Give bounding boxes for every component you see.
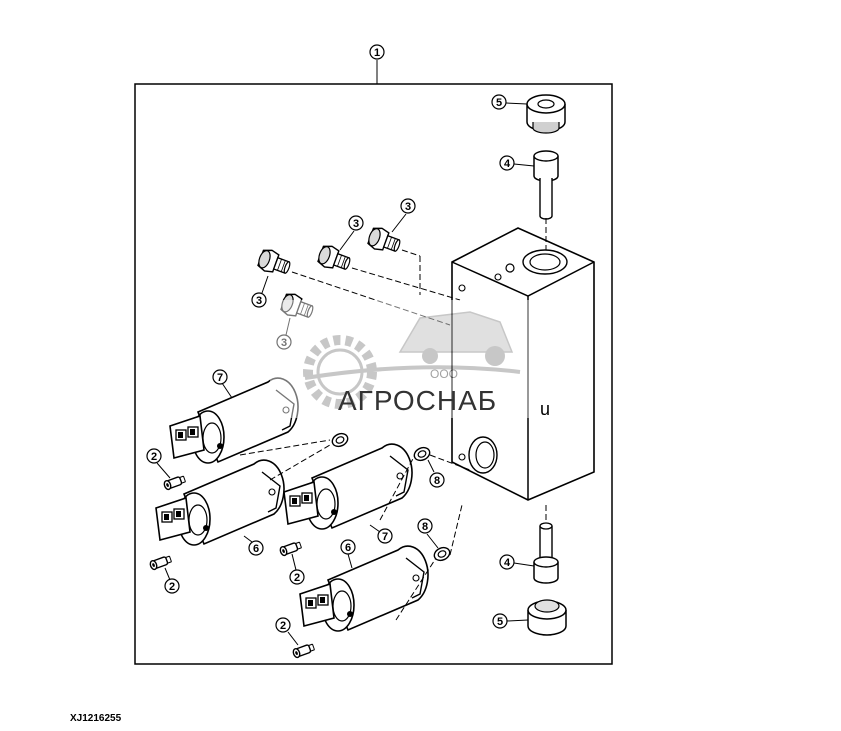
svg-text:2: 2 [151, 451, 157, 463]
top-pin-part-4 [533, 150, 559, 220]
svg-text:2: 2 [280, 620, 286, 632]
callout-5-b: 5 [492, 613, 529, 629]
svg-text:3: 3 [281, 337, 287, 349]
svg-text:6: 6 [345, 542, 351, 554]
solenoid-part-6-b [299, 545, 429, 632]
callout-3-c: 3 [391, 198, 416, 233]
svg-text:1: 1 [374, 47, 380, 59]
screw-part-2-a [162, 473, 187, 492]
svg-text:8: 8 [422, 521, 428, 533]
svg-text:4: 4 [504, 158, 511, 170]
svg-text:7: 7 [382, 531, 388, 543]
callout-3-d: 3 [276, 317, 292, 350]
callout-1: 1 [369, 44, 385, 60]
screw-part-2-b [148, 553, 173, 572]
callout-7-b: 7 [369, 524, 393, 544]
callout-4-b: 4 [499, 554, 535, 570]
fitting-part-3-a [255, 246, 294, 280]
solenoid-part-7-b [283, 443, 413, 530]
callout-6-a: 6 [243, 535, 264, 556]
plug-part-8-c [431, 544, 453, 564]
top-plug-part-5 [526, 94, 566, 134]
callout-7-a: 7 [212, 369, 233, 399]
svg-text:ООО: ООО [430, 367, 458, 381]
callout-8-a: 8 [427, 459, 445, 488]
watermark-suffix: u [540, 399, 550, 419]
svg-text:6: 6 [253, 543, 259, 555]
fitting-part-3-c [365, 224, 404, 258]
callout-3-a: 3 [251, 275, 269, 308]
callout-4-a: 4 [499, 155, 535, 171]
callout-2-c: 2 [289, 553, 305, 585]
svg-text:3: 3 [353, 218, 359, 230]
watermark-logo: ООО [270, 300, 552, 418]
screw-part-2-c [278, 539, 303, 558]
svg-text:2: 2 [294, 572, 300, 584]
callout-5-a: 5 [491, 94, 528, 110]
assembly-frame [134, 83, 613, 665]
svg-text:5: 5 [496, 97, 502, 109]
svg-text:7: 7 [217, 372, 223, 384]
svg-text:2: 2 [169, 581, 175, 593]
svg-text:3: 3 [256, 295, 262, 307]
svg-text:4: 4 [504, 557, 511, 569]
svg-text:3: 3 [405, 201, 411, 213]
bottom-plug-part-5 [527, 599, 567, 636]
callout-2-d: 2 [275, 617, 299, 646]
svg-text:5: 5 [497, 616, 503, 628]
fitting-part-3-b [315, 242, 354, 276]
watermark-company-name: АГРОСНАБ [338, 385, 497, 416]
callout-2-b: 2 [164, 567, 180, 594]
svg-text:8: 8 [434, 475, 440, 487]
callout-8-b: 8 [417, 518, 439, 549]
figure-reference-code: XJ1216255 [70, 713, 122, 724]
bottom-pin-part-4 [533, 522, 559, 584]
callout-6-b: 6 [340, 539, 356, 569]
screw-part-2-d [291, 641, 316, 660]
valve-block [451, 227, 595, 501]
plug-part-8-b [411, 444, 433, 464]
plug-part-8-a [329, 430, 351, 450]
solenoid-part-6-a [155, 459, 285, 546]
callout-3-b: 3 [339, 215, 364, 251]
callout-2-a: 2 [146, 448, 171, 479]
